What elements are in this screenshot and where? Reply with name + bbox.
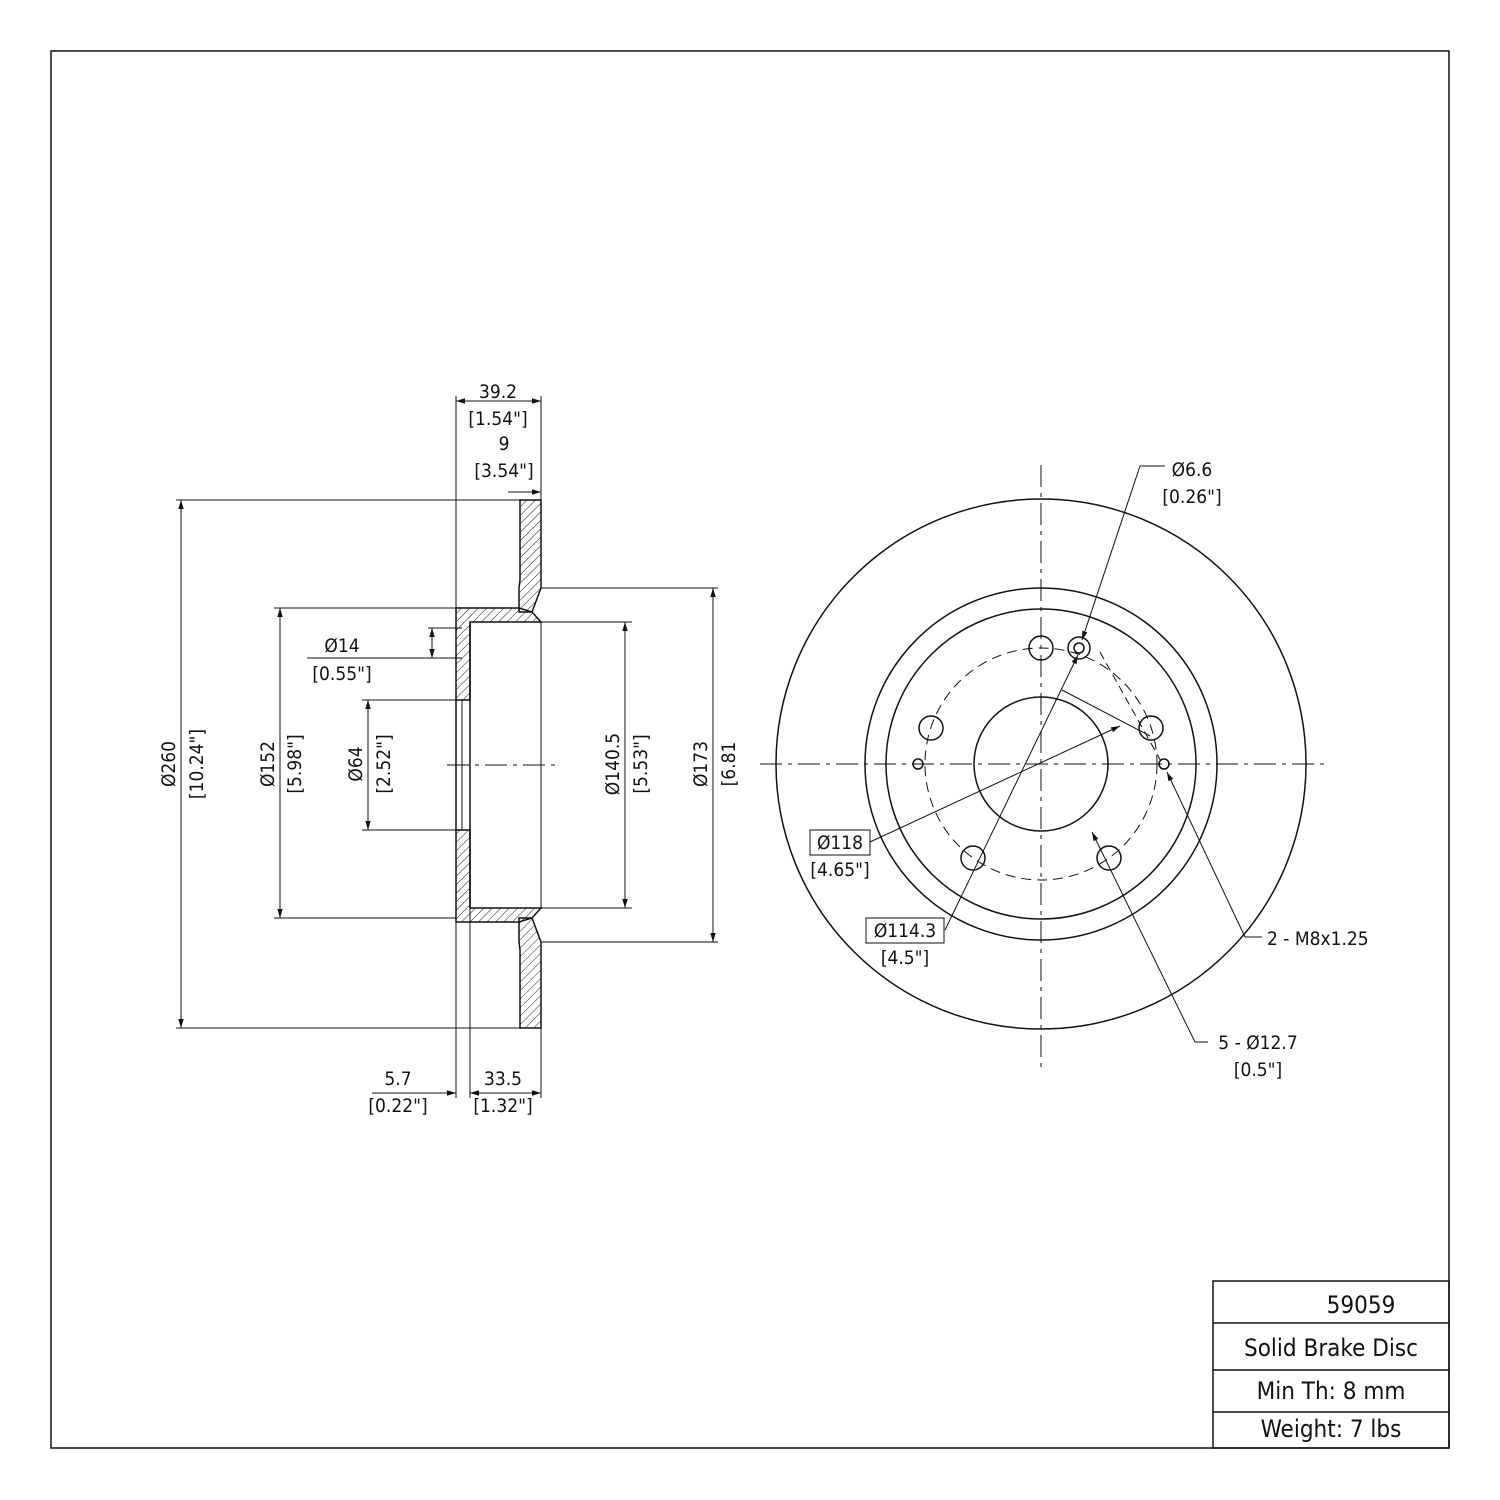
label-14: Ø14 [324, 635, 359, 657]
stud-hole [1028, 635, 1054, 661]
drawing-frame [50, 50, 1450, 1449]
label-33-5: 33.5 [484, 1068, 522, 1090]
hat-section-bottom [455, 829, 543, 923]
leader-114-3 [944, 654, 1079, 931]
label-5-7-in: [0.22"] [368, 1095, 427, 1117]
label-114-3-in: [4.5"] [881, 947, 929, 969]
label-140-5-in: [5.53"] [630, 734, 652, 793]
label-12-7: 5 - Ø12.7 [1218, 1032, 1297, 1054]
min-thickness: Min Th: 8 mm [1257, 1377, 1406, 1405]
label-152-in: [5.98"] [284, 734, 306, 793]
box-118 [809, 829, 871, 856]
stud-hole [1138, 715, 1164, 741]
front-view [760, 465, 1325, 1068]
small-hole [912, 758, 924, 770]
label-114-3: Ø114.3 [874, 920, 936, 942]
label-14-in: [0.55"] [312, 663, 371, 685]
label-39-2-in: [1.54"] [468, 408, 527, 430]
label-33-5-in: [1.32"] [473, 1095, 532, 1117]
box-114-3 [865, 917, 945, 944]
stud-hole [960, 845, 986, 871]
label-5-7: 5.7 [384, 1068, 411, 1090]
part-description: Solid Brake Disc [1244, 1334, 1418, 1362]
label-64: Ø64 [345, 746, 367, 781]
leader-m8 [1166, 771, 1246, 938]
label-9: 9 [499, 433, 510, 455]
threaded-hole [1067, 636, 1091, 660]
label-260: Ø260 [158, 741, 180, 787]
label-118: Ø118 [817, 832, 863, 854]
label-173-in: [6.81 [718, 742, 740, 787]
title-block [1212, 1280, 1450, 1449]
label-6-6-in: [0.26"] [1162, 486, 1221, 508]
label-6-6: Ø6.6 [1172, 459, 1213, 481]
label-140-5: Ø140.5 [602, 733, 624, 795]
label-118-in: [4.65"] [810, 859, 869, 881]
label-152: Ø152 [257, 741, 279, 787]
weight: Weight: 7 lbs [1261, 1415, 1402, 1443]
disc-section-bottom [518, 917, 542, 1029]
label-173: Ø173 [690, 741, 712, 787]
leader-12-7 [1091, 831, 1196, 1043]
disc-section-top [518, 499, 542, 613]
label-threads: 2 - M8x1.25 [1267, 928, 1369, 950]
leader-6-6 [1081, 465, 1141, 641]
label-39-2: 39.2 [479, 381, 517, 403]
stud-hole [918, 715, 944, 741]
label-260-in: [10.24"] [186, 729, 208, 799]
stud-hole [1096, 845, 1122, 871]
leader-118 [869, 725, 1121, 843]
label-12-7-in: [0.5"] [1234, 1059, 1282, 1081]
label-64-in: [2.52"] [373, 734, 395, 793]
small-hole [1158, 758, 1170, 770]
label-9-in: [3.54"] [474, 460, 533, 482]
side-view [176, 396, 718, 1098]
part-number: 59059 [1327, 1291, 1396, 1319]
leader-bolt-circle [1061, 689, 1151, 737]
hat-section-top [455, 607, 543, 701]
threaded-hole-inner [1073, 642, 1085, 654]
